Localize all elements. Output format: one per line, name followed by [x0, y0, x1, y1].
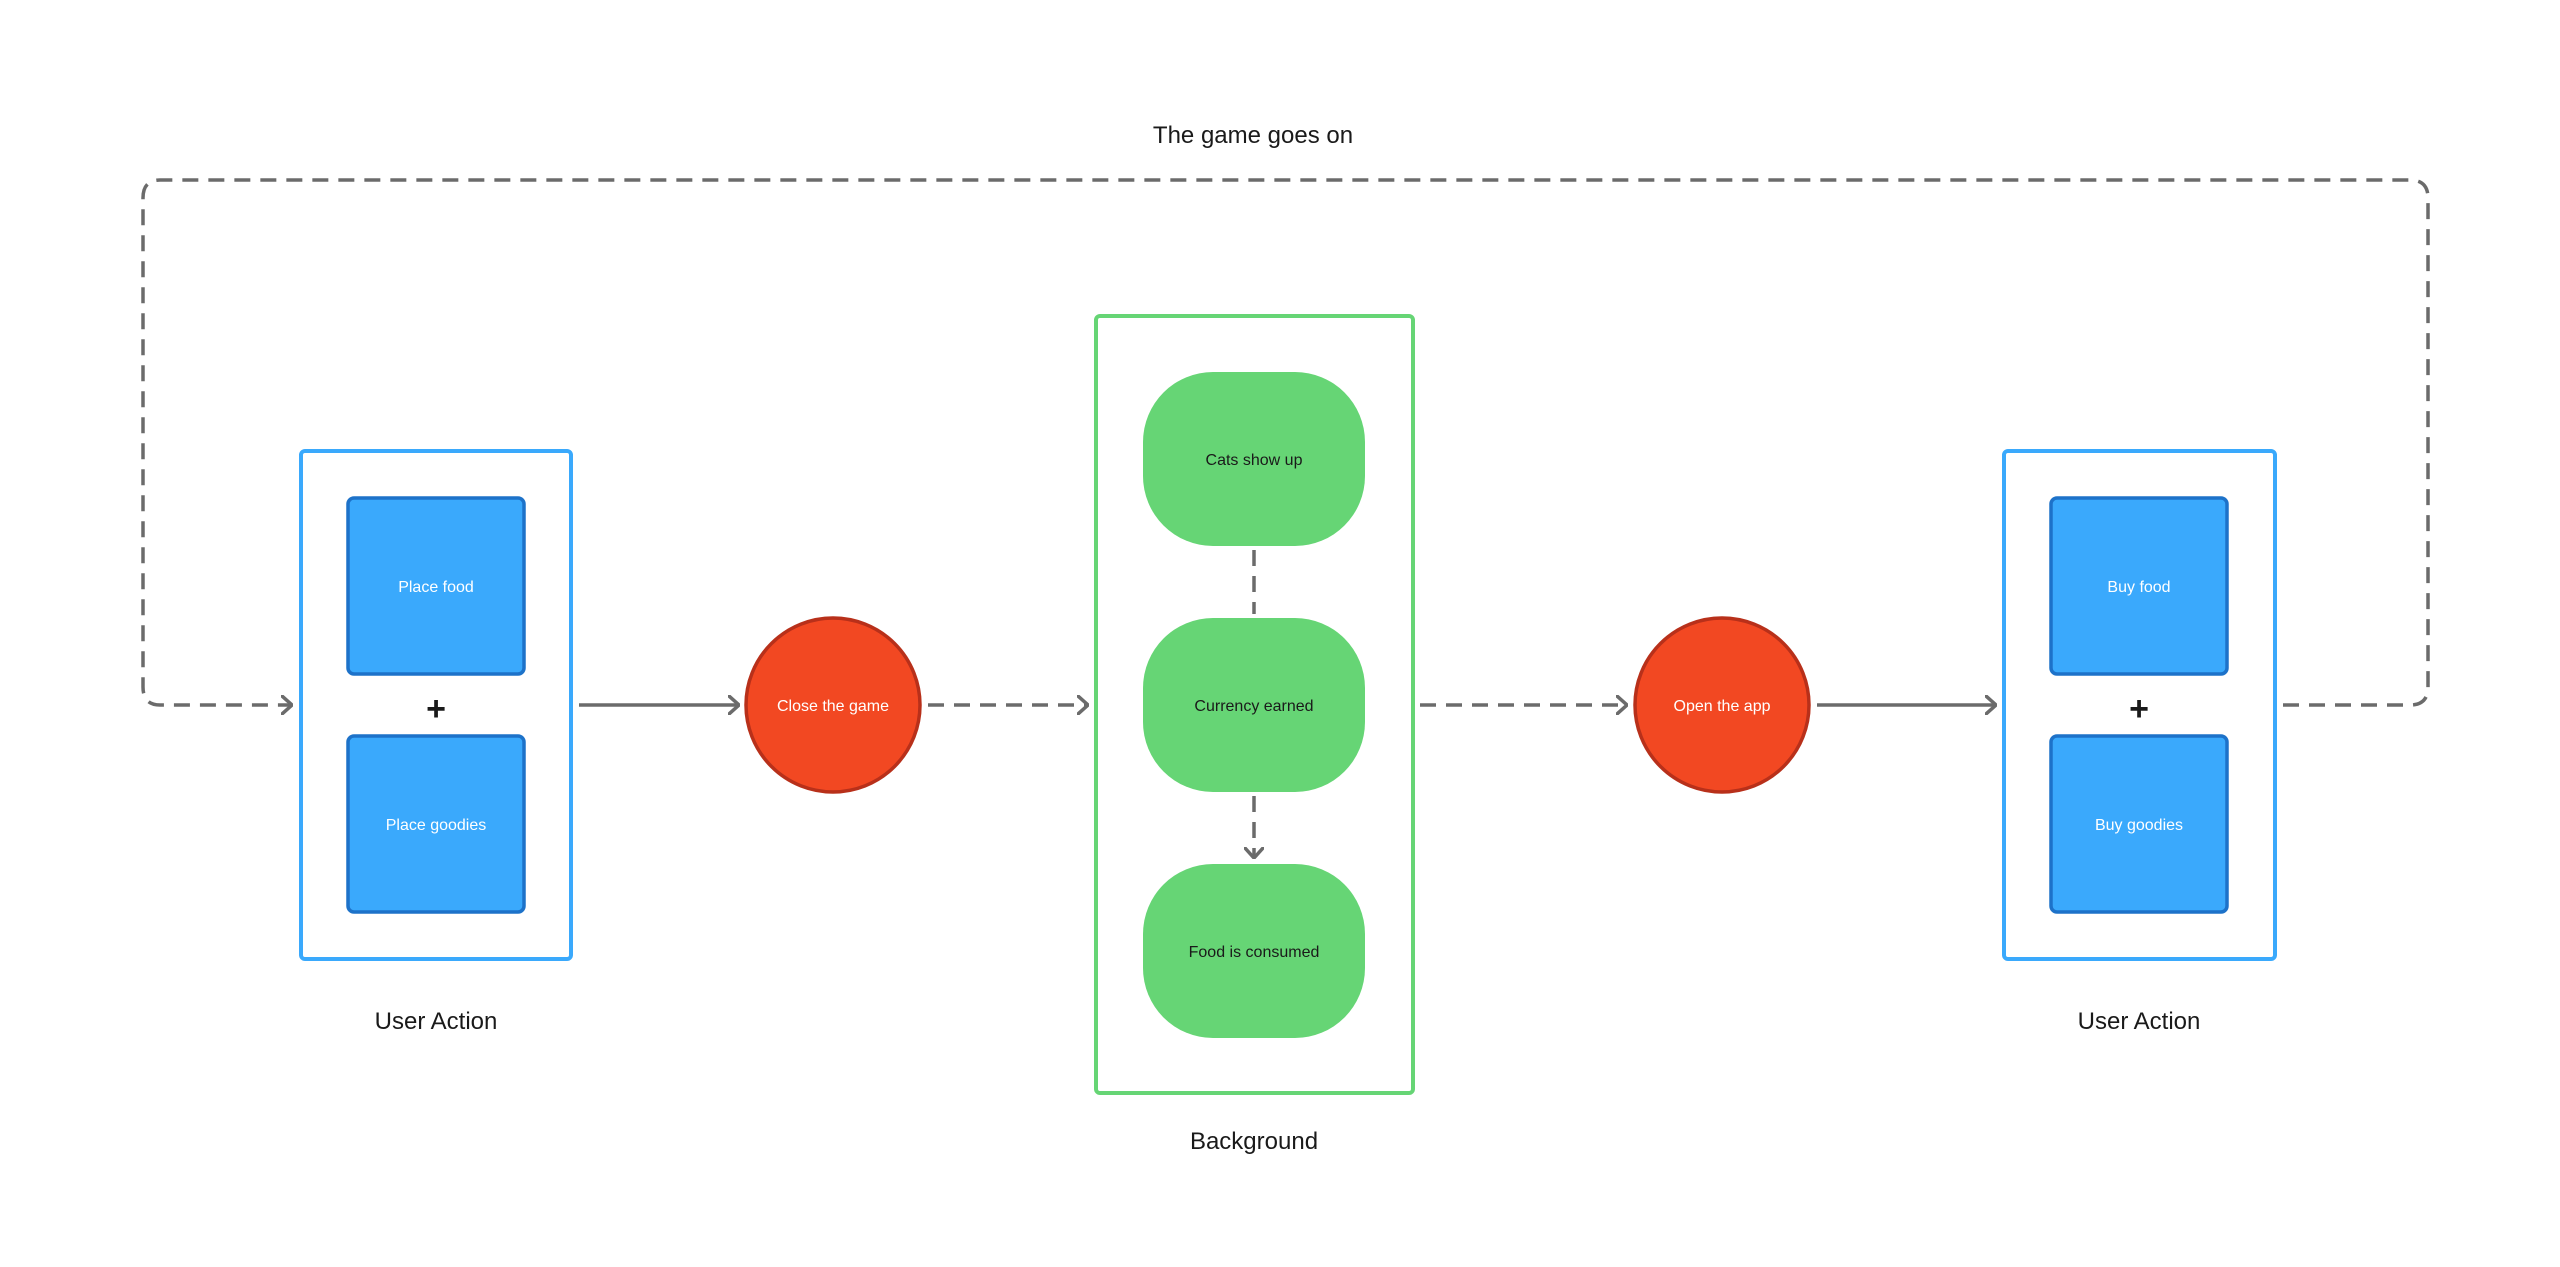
user-action-caption-left: User Action: [375, 1008, 498, 1035]
place-food-label: Place food: [398, 579, 474, 596]
currency-earned-label: Currency earned: [1194, 698, 1313, 715]
background-group: [1094, 314, 1415, 1095]
open-app-node: Open the app: [1633, 616, 1811, 794]
user-action-group-left: [299, 449, 573, 961]
buy-goodies-label: Buy goodies: [2095, 817, 2183, 834]
food-consumed-label: Food is consumed: [1189, 944, 1320, 961]
plus-operator-left: +: [426, 690, 446, 728]
user-action-group-right: [2002, 449, 2277, 961]
user-action-caption-right: User Action: [2078, 1008, 2201, 1035]
loop-label: The game goes on: [1153, 122, 1353, 149]
background-caption: Background: [1190, 1128, 1318, 1155]
place-goodies-box: Place goodies: [346, 734, 526, 914]
open-app-label: Open the app: [1674, 698, 1771, 715]
cats-show-up-node: Cats show up: [1143, 372, 1365, 546]
buy-goodies-box: Buy goodies: [2049, 734, 2229, 914]
loop-connector: [141, 178, 2430, 705]
buy-food-label: Buy food: [2107, 579, 2170, 596]
food-consumed-node: Food is consumed: [1143, 864, 1365, 1038]
place-food-box: Place food: [346, 496, 526, 676]
close-game-label: Close the game: [777, 698, 889, 715]
currency-earned-node: Currency earned: [1143, 618, 1365, 792]
cats-show-up-label: Cats show up: [1206, 452, 1303, 469]
close-game-node: Close the game: [744, 616, 922, 794]
buy-food-box: Buy food: [2049, 496, 2229, 676]
plus-operator-right: +: [2129, 690, 2149, 728]
place-goodies-label: Place goodies: [386, 817, 487, 834]
